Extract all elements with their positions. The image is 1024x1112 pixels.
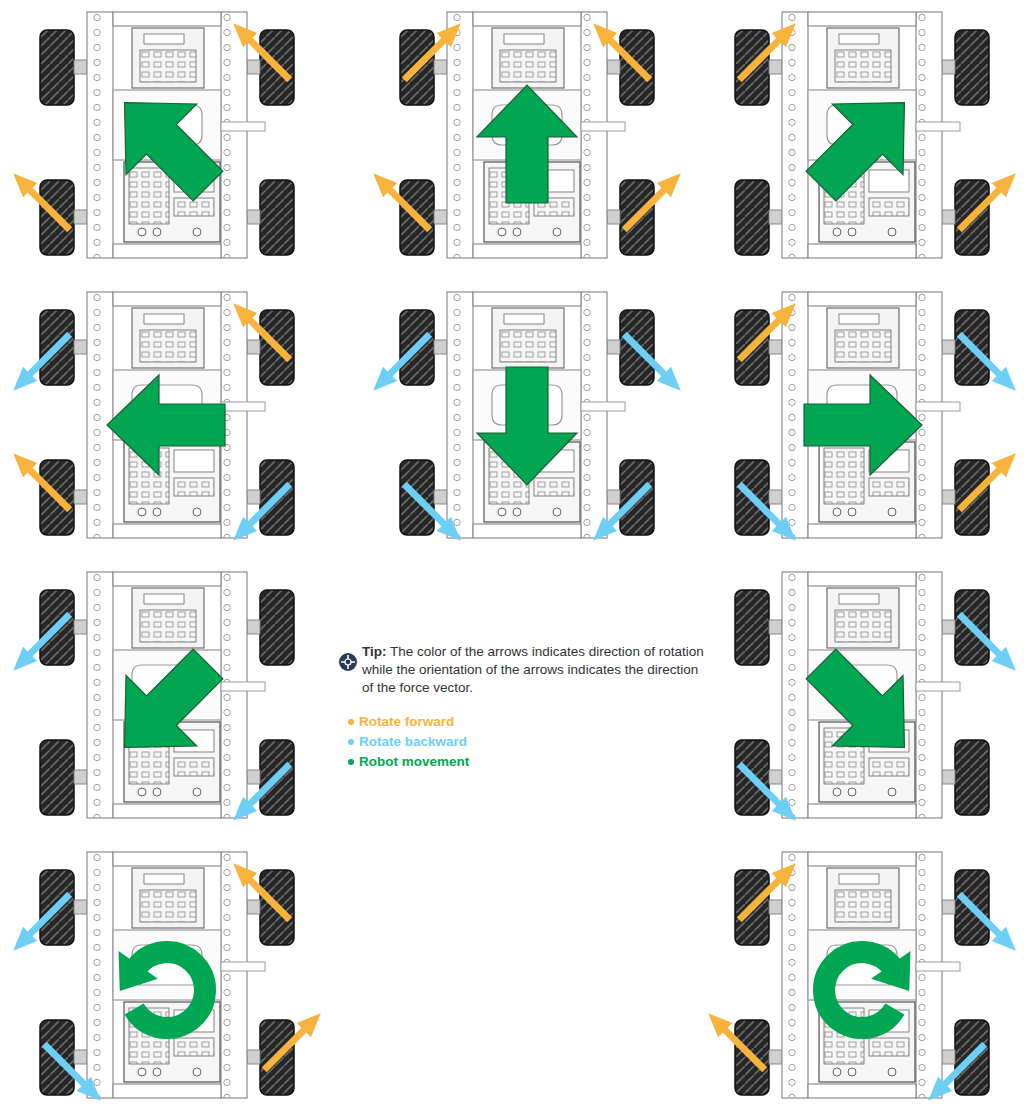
robot-diagonal-forward-left xyxy=(6,12,297,258)
legend-row: Rotate backward xyxy=(348,732,648,752)
robot-backward xyxy=(366,292,688,548)
robot-diagonal-forward-right xyxy=(732,12,1023,258)
tip-heading: Tip: xyxy=(362,644,387,659)
legend-row: Robot movement xyxy=(348,752,648,772)
robot-forward xyxy=(366,12,688,258)
legend-swatch xyxy=(348,759,354,765)
robot-diagonal-backward-right xyxy=(732,572,1023,828)
robot-left xyxy=(6,292,297,548)
robot-diagonal-backward-left xyxy=(6,572,297,828)
robot-rotate-counterclockwise xyxy=(6,852,328,1108)
legend: Rotate forwardRotate backwardRobot movem… xyxy=(348,712,648,772)
tip-note: Tip: The color of the arrows indicates d… xyxy=(362,643,707,697)
legend-swatch xyxy=(348,739,354,745)
legend-text: Rotate backward xyxy=(359,732,467,752)
robot-rotate-clockwise xyxy=(701,852,1023,1108)
legend-swatch xyxy=(348,719,354,725)
tip-text: The color of the arrows indicates direct… xyxy=(362,644,704,695)
legend-text: Robot movement xyxy=(359,752,469,772)
tip-icon xyxy=(339,653,357,671)
legend-row: Rotate forward xyxy=(348,712,648,732)
legend-text: Rotate forward xyxy=(359,712,454,732)
robot-right xyxy=(732,292,1023,548)
